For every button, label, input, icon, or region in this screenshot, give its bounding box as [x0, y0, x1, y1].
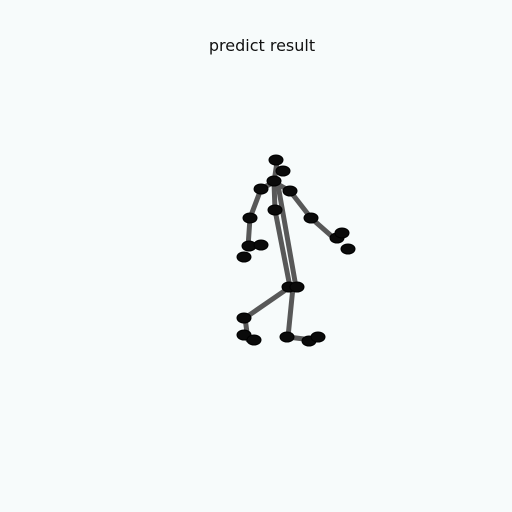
joint-left-fingertip — [340, 243, 356, 255]
bone-right-thigh — [242, 284, 293, 321]
bone-torso-right — [272, 207, 293, 290]
joint-right-fingertip — [236, 251, 252, 263]
joint-hip-left — [289, 281, 305, 293]
joint-left-shoulder — [282, 185, 298, 197]
joint-neck — [266, 175, 282, 187]
joint-left-elbow — [303, 212, 319, 224]
joint-right-shoulder — [253, 183, 269, 195]
joint-spine — [267, 204, 283, 216]
joint-head-top — [268, 154, 284, 166]
joint-left-knee — [279, 331, 295, 343]
plot-title: predict result — [208, 36, 316, 55]
joint-head — [275, 165, 291, 177]
bone-left-thigh — [285, 284, 296, 340]
joint-right-elbow — [242, 212, 258, 224]
joint-left-foot — [310, 331, 326, 343]
skeleton-joints — [236, 154, 356, 347]
joint-right-knee — [236, 312, 252, 324]
bone-torso-left — [275, 182, 299, 290]
joint-right-foot — [246, 334, 262, 346]
joint-right-hand — [253, 239, 269, 251]
joint-left-hand — [334, 227, 350, 239]
